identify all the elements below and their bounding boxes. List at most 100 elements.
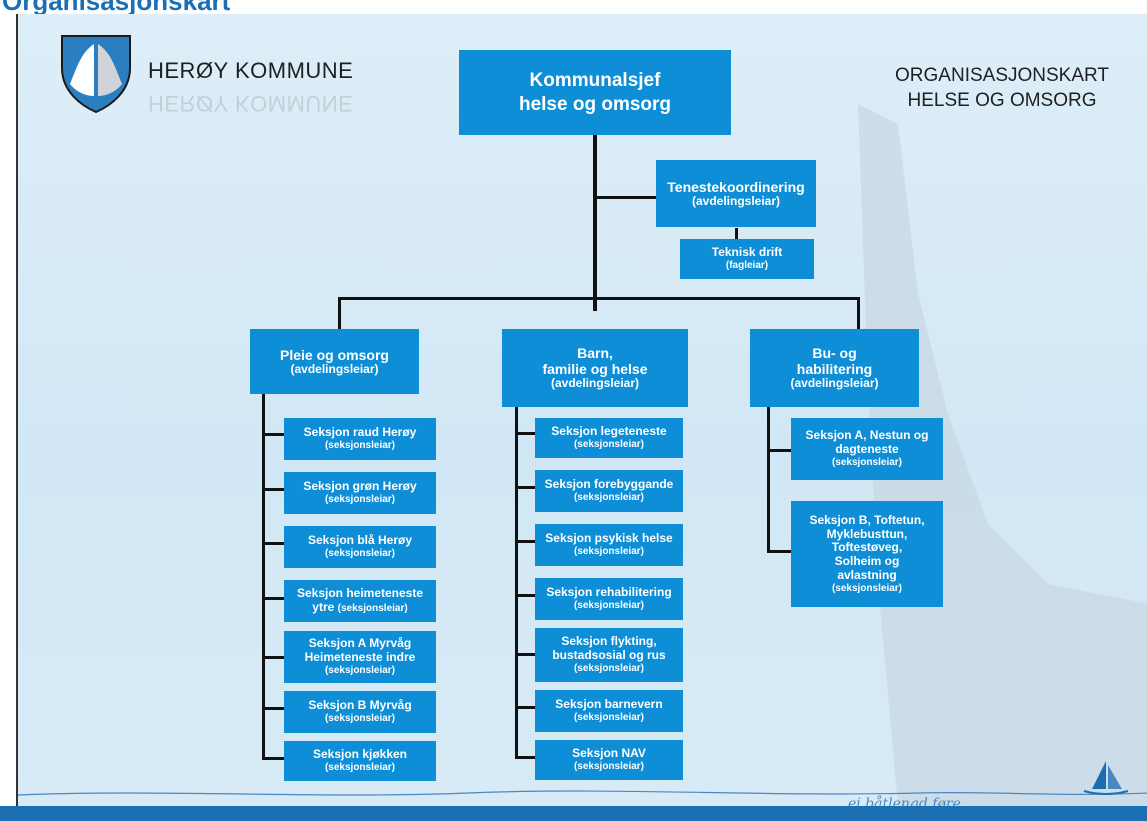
section-title-line5: avlastning: [837, 567, 897, 582]
tenestekoordinering-title: Tenestekoordinering: [667, 178, 805, 195]
section-role: (seksjonsleiar): [324, 440, 396, 452]
section-box[interactable]: Seksjon blå Herøy (seksjonsleiar): [284, 526, 436, 568]
section-title: Seksjon heimeteneste: [296, 586, 424, 601]
section-title-line3: Toftestøveg,: [831, 540, 903, 555]
section-title: Seksjon kjøkken: [312, 747, 408, 762]
section-box[interactable]: Seksjon A, Nestun og dagteneste (seksjon…: [791, 418, 943, 480]
connector-col2-tick: [515, 486, 535, 489]
slogan-text: ei båtlengd føre: [848, 796, 961, 806]
section-role: (seksjonsleiar): [573, 663, 645, 675]
connector-col1-tick: [262, 433, 284, 436]
connector-drop-dept3: [857, 297, 860, 333]
section-role: (seksjonsleiar): [573, 492, 645, 504]
section-title: Seksjon B Myrvåg: [308, 698, 412, 713]
dept-barn-role: (avdelingsleiar): [550, 376, 640, 391]
section-box[interactable]: Seksjon B, Toftetun, Myklebusttun, Tofte…: [791, 501, 943, 607]
connector-col3-tick: [767, 449, 791, 452]
tenestekoordinering-box[interactable]: Tenestekoordinering (avdelingsleiar): [656, 160, 816, 227]
section-box[interactable]: Seksjon legeteneste (seksjonsleiar): [535, 418, 683, 458]
connector-col3-tick: [767, 550, 791, 553]
section-box[interactable]: Seksjon grøn Herøy (seksjonsleiar): [284, 472, 436, 514]
section-title: Seksjon barnevern: [555, 697, 663, 712]
connector-col1-tick: [262, 656, 284, 659]
connector-col2-spine: [515, 392, 518, 759]
connector-col1-tick: [262, 707, 284, 710]
dept-barn-title-line1: Barn,: [577, 345, 613, 361]
dept-bu-og-habilitering[interactable]: Bu- og habilitering (avdelingsleiar): [750, 329, 919, 407]
section-role: (seksjonsleiar): [831, 582, 903, 594]
connector-col2-tick: [515, 594, 535, 597]
municipality-name-reflection: HERØY KOMMUNE: [148, 91, 354, 116]
connector-col1-tick: [262, 542, 284, 545]
dept-barn-title-line2: familie og helse: [542, 361, 648, 378]
section-role: (seksjonsleiar): [324, 548, 396, 560]
section-role: (seksjonsleiar): [831, 457, 903, 469]
kommunalsjef-box[interactable]: Kommunalsjef helse og omsorg: [459, 50, 731, 135]
section-title-line2: Myklebusttun,: [826, 526, 908, 541]
section-title: Seksjon raud Herøy: [303, 425, 417, 440]
section-box[interactable]: Seksjon B Myrvåg (seksjonsleiar): [284, 691, 436, 733]
section-role: (seksjonsleiar): [573, 712, 645, 724]
section-role: (seksjonsleiar): [324, 713, 396, 725]
section-box[interactable]: Seksjon raud Herøy (seksjonsleiar): [284, 418, 436, 460]
section-title: Seksjon NAV: [572, 746, 646, 761]
section-box[interactable]: Seksjon A Myrvåg Heimeteneste indre (sek…: [284, 631, 436, 683]
section-role: (seksjonsleiar): [573, 600, 645, 612]
connector-col1-spine: [262, 392, 265, 760]
section-box[interactable]: Seksjon NAV (seksjonsleiar): [535, 740, 683, 780]
dept-bu-title-line1: Bu- og: [812, 345, 857, 361]
document-title-line1: ORGANISASJONSKART: [895, 65, 1109, 86]
section-title: Seksjon psykisk helse: [545, 531, 673, 546]
tenestekoordinering-role: (avdelingsleiar): [691, 193, 781, 208]
section-role: (seksjonsleiar): [573, 439, 645, 451]
section-title: Seksjon rehabilitering: [546, 585, 672, 600]
cut-off-title: Organisasjonskart: [2, 0, 230, 14]
section-role: (seksjonsleiar): [337, 603, 408, 614]
connector-col1-tick: [262, 488, 284, 491]
teknisk-drift-role: (fagleiar): [725, 260, 769, 272]
connector-col1-tick: [262, 597, 284, 600]
kommunalsjef-title-line2: helse og omsorg: [518, 93, 672, 115]
section-title: Seksjon forebyggande: [544, 477, 674, 492]
dept-bu-title-line2: habilitering: [796, 361, 873, 378]
teknisk-drift-box[interactable]: Teknisk drift (fagleiar): [680, 239, 814, 279]
connector-coordination-teknisk: [735, 228, 738, 242]
section-role: (seksjonsleiar): [324, 762, 396, 774]
section-box[interactable]: Seksjon barnevern (seksjonsleiar): [535, 690, 683, 732]
section-title: Seksjon grøn Herøy: [303, 479, 417, 494]
section-role: (seksjonsleiar): [573, 761, 645, 773]
section-box[interactable]: Seksjon rehabilitering (seksjonsleiar): [535, 578, 683, 620]
connector-col2-tick: [515, 756, 535, 759]
section-box[interactable]: Seksjon flykting, bustadsosial og rus (s…: [535, 628, 683, 682]
connector-drop-dept1: [338, 297, 341, 333]
connector-col2-tick: [515, 706, 535, 709]
dept-barn-familie-helse[interactable]: Barn, familie og helse (avdelingsleiar): [502, 329, 688, 407]
section-title: Seksjon flykting,: [561, 634, 657, 649]
section-role: (seksjonsleiar): [324, 665, 396, 677]
kommunalsjef-title-line1: Kommunalsjef: [529, 69, 661, 91]
document-title-line2: HELSE OG OMSORG: [907, 89, 1097, 111]
section-box[interactable]: Seksjon forebyggande (seksjonsleiar): [535, 470, 683, 512]
section-title-line2: dagteneste: [835, 442, 899, 457]
connector-col2-tick: [515, 653, 535, 656]
dept-pleie-og-omsorg[interactable]: Pleie og omsorg (avdelingsleiar): [250, 329, 419, 394]
section-role: (seksjonsleiar): [573, 546, 645, 558]
org-chart-slide: HERØY KOMMUNE HERØY KOMMUNE ORGANISASJON…: [16, 14, 1147, 806]
section-title: Seksjon A, Nestun og: [805, 428, 929, 443]
document-title: ORGANISASJONSKART HELSE OG OMSORG: [895, 64, 1109, 113]
dept-pleie-role: (avdelingsleiar): [290, 361, 379, 376]
section-box[interactable]: Seksjon heimeteneste ytre (seksjonsleiar…: [284, 580, 436, 622]
connector-col1-tick: [262, 757, 284, 760]
section-title-line2: Heimeteneste indre: [304, 650, 416, 665]
section-title: Seksjon B, Toftetun,: [809, 512, 925, 527]
bottom-blue-bar: [0, 806, 1147, 821]
section-box[interactable]: Seksjon kjøkken (seksjonsleiar): [284, 741, 436, 781]
section-role: (seksjonsleiar): [324, 494, 396, 506]
dept-pleie-title: Pleie og omsorg: [280, 346, 389, 363]
teknisk-drift-title: Teknisk drift: [711, 245, 783, 260]
connector-col2-tick: [515, 432, 535, 435]
section-title-line2: ytre: [312, 600, 335, 614]
section-box[interactable]: Seksjon psykisk helse (seksjonsleiar): [535, 524, 683, 566]
section-title: Seksjon A Myrvåg: [308, 636, 412, 651]
boat-silhouette-graphic: [858, 104, 1147, 806]
